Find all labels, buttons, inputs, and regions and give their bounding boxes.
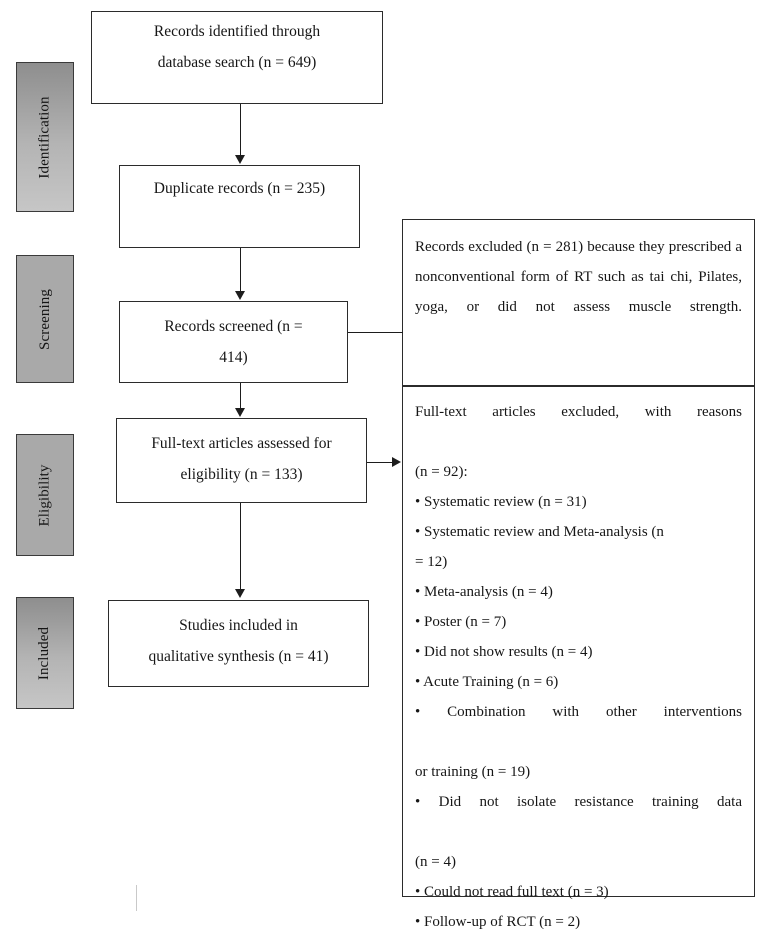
side-box-records-excluded-text: Records excluded (n = 281) because they … [415,239,742,315]
stray-mark [136,885,138,911]
stage-label-identification: Identification [16,62,74,212]
arrowhead-duplicate-to-screened [235,291,245,300]
flow-box-full-text-assessed: Full-text articles assessed for eligibil… [116,418,367,503]
reason-line-10: • Did not isolate resistance training da… [415,794,742,810]
reason-line-9: or training (n = 19) [415,764,531,780]
flow-box-records-screened: Records screened (n = 414) [119,301,348,383]
stage-label-included-text: Included [36,626,53,680]
flow-box-full-text-assessed-line2: eligibility (n = 133) [180,466,303,483]
flow-box-full-text-assessed-line1: Full-text articles assessed for [151,435,332,452]
flow-box-records-identified: Records identified through database sear… [91,11,383,104]
stage-label-included: Included [16,597,74,709]
flow-box-studies-included-line2: qualitative synthesis (n = 41) [148,648,329,665]
stage-label-eligibility: Eligibility [16,434,74,556]
flow-box-studies-included-line1: Studies included in [179,617,298,634]
side-box-full-text-excluded-heading-line1: Full-text articles excluded, with reason… [415,404,742,420]
flow-box-records-identified-line2: database search (n = 649) [157,54,317,71]
connector-screened-to-full-text [240,383,242,409]
reason-line-12: • Could not read full text (n = 3) [415,884,609,900]
reason-line-8: • Combination with other interventions [415,704,742,720]
flow-box-records-identified-line1: Records identified through [153,23,321,40]
reason-line-2: • Systematic review and Meta-analysis (n [415,524,664,540]
arrowhead-full-text-to-excluded [392,457,401,467]
connector-identified-to-duplicate [240,104,242,156]
reason-line-4: • Meta-analysis (n = 4) [415,584,553,600]
arrowhead-full-text-to-studies [235,589,245,598]
flow-box-duplicate-records: Duplicate records (n = 235) [119,165,360,248]
flow-box-records-screened-line1: Records screened (n = [164,318,303,335]
reason-line-7: • Acute Training (n = 6) [415,674,559,690]
stage-label-screening: Screening [16,255,74,383]
arrowhead-identified-to-duplicate [235,155,245,164]
arrowhead-screened-to-full-text [235,408,245,417]
flow-box-studies-included: Studies included in qualitative synthesi… [108,600,369,687]
prisma-flow-diagram: Identification Screening Eligibility Inc… [16,11,755,930]
flow-box-duplicate-records-line1: Duplicate records (n = 235) [153,180,326,197]
side-box-records-excluded: Records excluded (n = 281) because they … [402,219,755,386]
reason-line-6: • Did not show results (n = 4) [415,644,593,660]
side-box-full-text-excluded-heading-line2: (n = 92): [415,464,468,480]
reason-line-1: • Systematic review (n = 31) [415,494,587,510]
flow-box-records-screened-line2: 414) [219,349,248,366]
connector-full-text-to-studies [240,503,242,590]
stage-label-identification-text: Identification [36,95,53,179]
reason-line-3: = 12) [415,554,448,570]
reason-line-11: (n = 4) [415,854,456,870]
stage-label-eligibility-text: Eligibility [36,464,53,526]
stage-label-screening-text: Screening [36,288,53,350]
connector-full-text-to-excluded [367,462,394,464]
connector-duplicate-to-screened [240,248,242,292]
reason-line-5: • Poster (n = 7) [415,614,507,630]
connector-screened-to-records-excluded [348,332,403,334]
reason-line-13: • Follow-up of RCT (n = 2) [415,914,581,930]
side-box-full-text-excluded: Full-text articles excluded, with reason… [402,386,755,930]
